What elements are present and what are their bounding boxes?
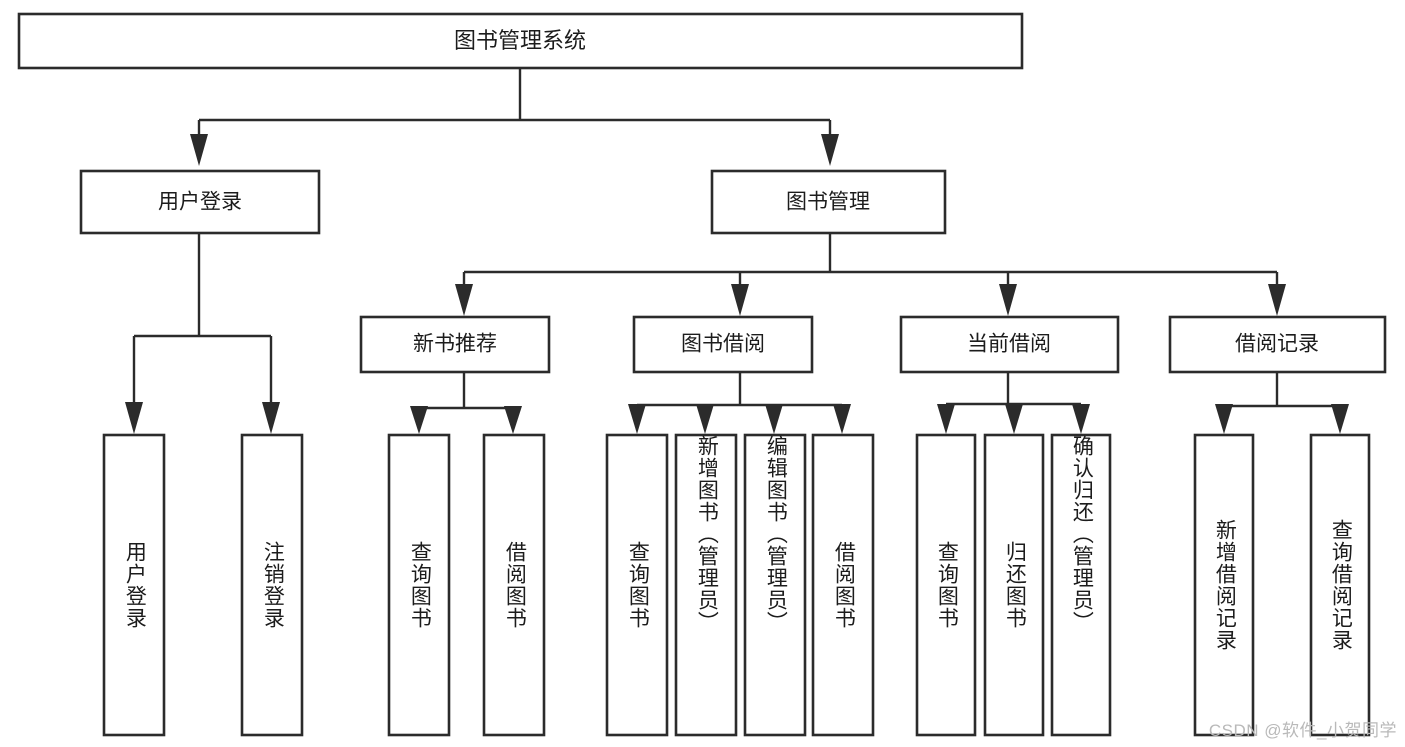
arrowhead-book-borrow: [731, 284, 749, 316]
arrowhead-leaf-query-book-2: [628, 404, 646, 434]
node-borrow-record-label: 借阅记录: [1235, 333, 1319, 356]
arrowhead-new-book-recommend: [455, 284, 473, 316]
node-book-borrow[interactable]: 图书借阅: [632, 315, 814, 374]
node-leaf-add-record-rect[interactable]: [1193, 433, 1255, 737]
connector-group-new-book-recommend: [410, 372, 522, 434]
node-new-book-recommend[interactable]: 新书推荐: [359, 315, 551, 374]
node-new-book-recommend-label: 新书推荐: [413, 333, 497, 356]
csdn-watermark: CSDN @软件_小贺同学: [1208, 721, 1397, 740]
arrowhead-leaf-edit-book: [765, 404, 783, 434]
node-leaf-edit-book-rect[interactable]: [743, 433, 807, 737]
arrowhead-leaf-borrow-book-2: [833, 404, 851, 434]
connector-group-book-borrow: [628, 372, 851, 434]
node-new-book-recommend-rect[interactable]: [359, 315, 551, 374]
connector-group-user-login: [125, 233, 280, 434]
arrowhead-user-login: [190, 134, 208, 166]
node-book-manage-label: 图书管理: [786, 191, 870, 214]
node-book-borrow-label: 图书借阅: [681, 333, 765, 356]
node-leaf-query-book-1-rect[interactable]: [387, 433, 451, 737]
connector-group-current-borrow: [937, 372, 1090, 434]
node-leaf-add-book-rect[interactable]: [674, 433, 738, 737]
node-current-borrow-rect[interactable]: [899, 315, 1120, 374]
arrowhead-current-borrow: [999, 284, 1017, 316]
arrowhead-leaf-user-login: [125, 402, 143, 434]
node-leaf-query-record-rect[interactable]: [1309, 433, 1371, 737]
arrowhead-leaf-borrow-book-1: [504, 406, 522, 434]
arrowhead-leaf-query-record: [1331, 404, 1349, 434]
node-root[interactable]: 图书管理系统: [17, 12, 1024, 70]
arrowhead-leaf-return-book: [1005, 404, 1023, 434]
arrowhead-leaf-query-book-3: [937, 404, 955, 434]
arrowhead-book-manage: [821, 134, 839, 166]
node-root-rect[interactable]: [17, 12, 1024, 70]
node-leaf-borrow-book-1-rect[interactable]: [482, 433, 546, 737]
arrowhead-leaf-confirm-return: [1072, 404, 1090, 434]
node-leaf-user-logout-rect[interactable]: [240, 433, 304, 737]
arrowhead-leaf-query-book-1: [410, 406, 428, 434]
connector-group-borrow-record: [1215, 372, 1349, 434]
node-leaf-confirm-return-rect[interactable]: [1050, 433, 1112, 737]
node-root-label: 图书管理系统: [454, 28, 586, 53]
arrowhead-borrow-record: [1268, 284, 1286, 316]
node-book-manage[interactable]: 图书管理: [710, 169, 947, 235]
connector-group-book-manage: [455, 234, 1286, 316]
node-leaf-return-book-rect[interactable]: [983, 433, 1045, 737]
arrowhead-leaf-user-logout: [262, 402, 280, 434]
node-book-borrow-rect[interactable]: [632, 315, 814, 374]
node-leaf-query-book-3-rect[interactable]: [915, 433, 977, 737]
node-current-borrow[interactable]: 当前借阅: [899, 315, 1120, 374]
connector-group-root: [190, 68, 839, 166]
arrowhead-leaf-add-record: [1215, 404, 1233, 434]
node-user-login-rect[interactable]: [79, 169, 321, 235]
node-user-login[interactable]: 用户登录: [79, 169, 321, 235]
node-book-manage-rect[interactable]: [710, 169, 947, 235]
node-leaf-query-book-2-rect[interactable]: [605, 433, 669, 737]
node-leaf-user-login-rect[interactable]: [102, 433, 166, 737]
node-borrow-record[interactable]: 借阅记录: [1168, 315, 1387, 374]
node-leaf-borrow-book-2-rect[interactable]: [811, 433, 875, 737]
node-user-login-label: 用户登录: [158, 191, 242, 214]
arrowhead-leaf-add-book: [696, 404, 714, 434]
node-current-borrow-label: 当前借阅: [967, 333, 1051, 356]
node-borrow-record-rect[interactable]: [1168, 315, 1387, 374]
